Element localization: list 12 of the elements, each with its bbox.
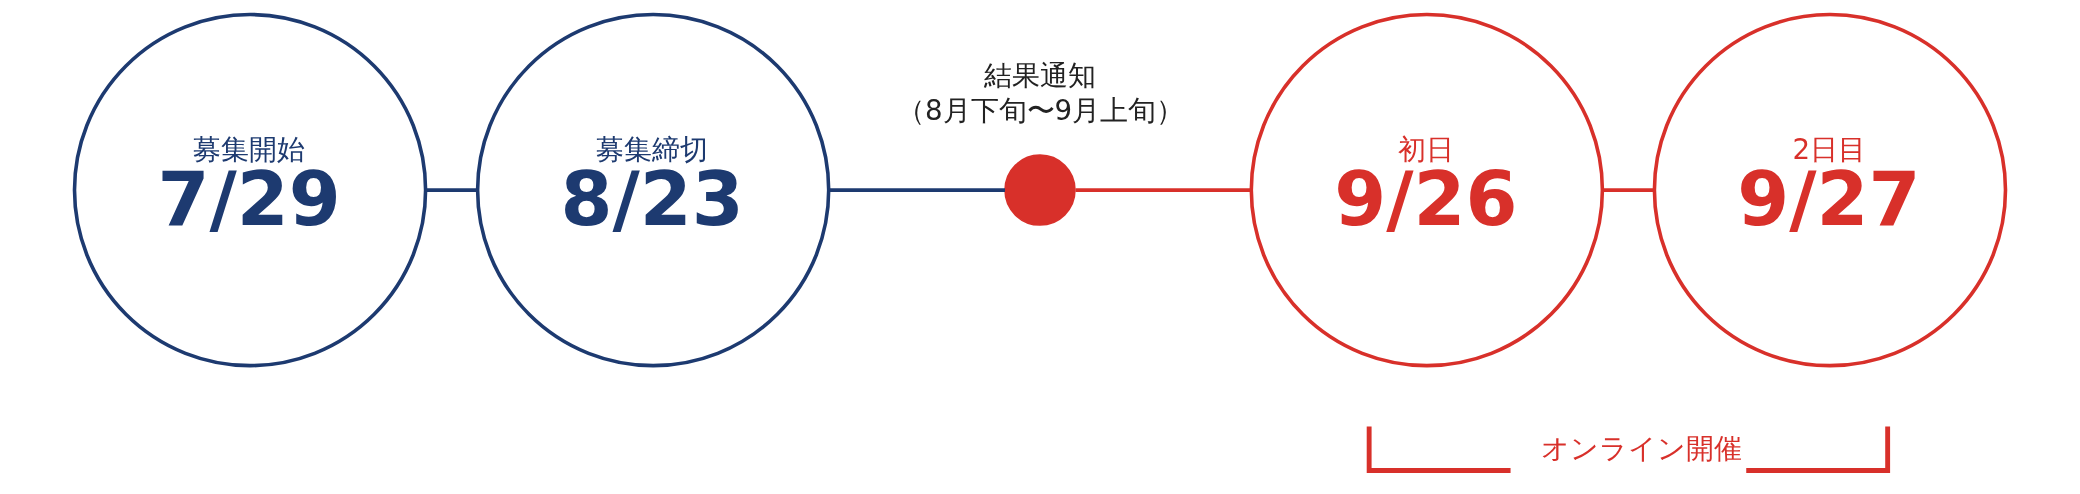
node-label: 結果通知 — [983, 59, 1096, 93]
connector — [425, 188, 478, 192]
node-circle — [1004, 154, 1076, 226]
connector — [1075, 188, 1252, 192]
node-circle: 2日目 9/27 — [1652, 12, 2008, 368]
label: オンライン開催 — [1540, 431, 1742, 465]
node-circle: 初日 9/26 — [1249, 12, 1605, 368]
connector — [1602, 188, 1654, 192]
connector — [829, 188, 1005, 192]
node-circle: 募集開始 7/29 — [72, 12, 428, 368]
node-label: （8月下旬〜9月上旬） — [896, 93, 1185, 127]
node-circle: 募集締切 8/23 — [475, 12, 831, 368]
